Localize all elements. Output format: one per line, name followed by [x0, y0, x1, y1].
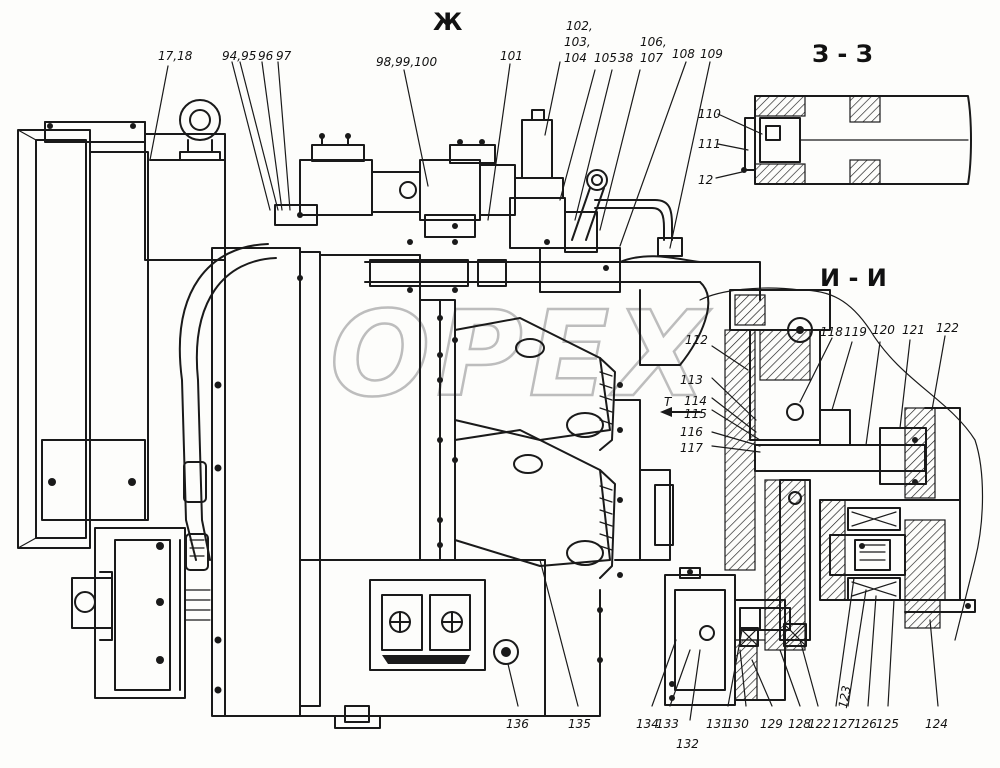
callout-129: 129: [760, 717, 783, 731]
section-i-i: [664, 287, 984, 706]
callout-114: 114: [684, 394, 707, 408]
callout-94-95: 94,95: [222, 49, 256, 63]
callout-131: 131: [706, 717, 729, 731]
section-z-label: З - З: [812, 40, 873, 68]
callout-130: 130: [726, 717, 749, 731]
callout-115: 115: [684, 407, 707, 421]
callout-104: 104: [564, 51, 587, 65]
central-housing: [211, 247, 546, 729]
lower-right-body: [369, 559, 603, 717]
callout-109: 109: [700, 47, 723, 61]
view-zh-label: Ж: [433, 8, 463, 36]
left-flange-plate: [17, 129, 149, 549]
callout-97: 97: [276, 49, 292, 63]
section-z-z: [741, 95, 972, 185]
flex-hose: [178, 243, 277, 571]
callout-111: 111: [698, 137, 721, 151]
callout-125: 125: [876, 717, 899, 731]
callout-112: 112: [685, 333, 708, 347]
callout-122b: 122: [808, 717, 831, 731]
callout-118: 118: [820, 325, 843, 339]
callout-127: 127: [832, 717, 855, 731]
top-housing-17-18: [44, 99, 226, 261]
arrow-t: Т: [660, 395, 701, 417]
callout-117: 117: [680, 441, 703, 455]
callout-labels: 17,18 94,95 96 97 98,99,100 101 102, 103…: [158, 19, 959, 751]
callout-96: 96: [258, 49, 274, 63]
leader-lines: [149, 61, 946, 721]
callout-134: 134: [636, 717, 659, 731]
callout-98-99-100: 98,99,100: [376, 55, 437, 69]
callout-110: 110: [698, 107, 721, 121]
callout-124: 124: [925, 717, 948, 731]
callout-38: 38: [618, 51, 634, 65]
callout-107: 107: [640, 51, 663, 65]
hydraulic-motor-lower: [454, 382, 674, 579]
callout-108: 108: [672, 47, 695, 61]
lower-left-accessory: [71, 527, 211, 699]
callout-121: 121: [902, 323, 925, 337]
callout-101: 101: [500, 49, 523, 63]
callout-106: 106,: [640, 35, 667, 49]
callout-135: 135: [568, 717, 591, 731]
callout-17-18: 17,18: [158, 49, 193, 63]
callout-123: 123: [836, 685, 854, 710]
callout-136: 136: [506, 717, 529, 731]
arrow-t-label: Т: [664, 395, 673, 409]
callout-128: 128: [788, 717, 811, 731]
callout-133: 133: [656, 717, 679, 731]
callout-122: 122: [936, 321, 959, 335]
callout-119: 119: [844, 325, 867, 339]
callout-120: 120: [872, 323, 895, 337]
callout-103: 103,: [564, 35, 591, 49]
callout-12: 12: [698, 173, 713, 187]
callout-113: 113: [680, 373, 703, 387]
callout-116: 116: [680, 425, 703, 439]
callout-126: 126: [854, 717, 877, 731]
callout-102: 102,: [566, 19, 593, 33]
section-i-label: И - И: [820, 264, 887, 292]
hydraulic-motor-upper: [454, 317, 616, 451]
callout-105: 105: [594, 51, 617, 65]
callout-132: 132: [676, 737, 699, 751]
top-valve-block: [274, 109, 761, 366]
